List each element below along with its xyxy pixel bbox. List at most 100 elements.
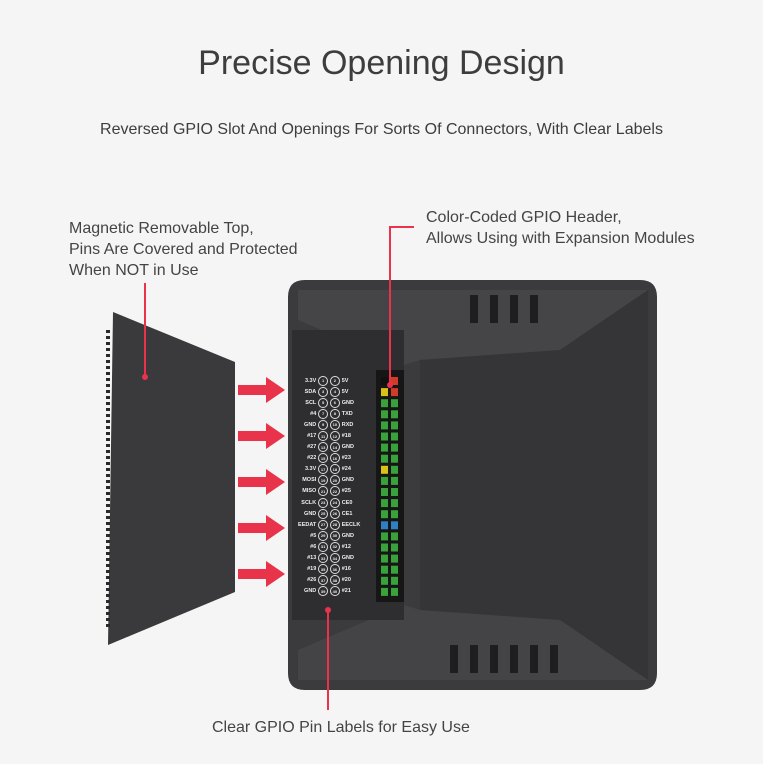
pin-number: 29 [318, 530, 328, 541]
header-pin [381, 543, 388, 552]
pin-label-right: #21 [341, 588, 351, 595]
pin-number: 26 [330, 508, 340, 519]
case-bottom-facet [298, 605, 648, 680]
pin-number: 23 [318, 497, 328, 508]
header-pin [381, 587, 388, 596]
pin-number: 7 [318, 408, 328, 419]
lid-callout-line-1: Magnetic Removable Top, [69, 220, 254, 237]
header-pin [381, 388, 388, 397]
pin-number: 20 [330, 475, 340, 486]
header-pin [391, 465, 398, 474]
header-pin [391, 554, 398, 563]
pin-number: 12 [330, 431, 340, 442]
header-pin [381, 510, 388, 519]
pin-label-right: #20 [341, 577, 351, 584]
pin-number: 24 [330, 497, 340, 508]
vent-openings [450, 295, 558, 673]
pin-label-right: #12 [341, 543, 351, 550]
arrow-icon [238, 377, 285, 403]
pin-label-right: RXD [341, 421, 354, 428]
pin-label-left: GND [304, 588, 317, 595]
header-pin [391, 421, 398, 430]
pin-label-left: MOSI [302, 477, 317, 484]
pin-number: 31 [318, 541, 328, 552]
pin-label-right: EECLK [341, 521, 361, 528]
header-pin [391, 576, 398, 585]
pin-label-right: GND [341, 532, 354, 539]
pin-number: 27 [318, 519, 328, 530]
header-pin [391, 476, 398, 485]
pin-number: 4 [330, 386, 340, 397]
header-pin [381, 554, 388, 563]
pin-label-right: GND [341, 477, 354, 484]
pin-number: 1 [318, 375, 328, 386]
header-pin [391, 410, 398, 419]
pin-label-right: #24 [341, 466, 351, 473]
pin-label-right: 5V [341, 377, 349, 384]
pin-number: 25 [318, 508, 328, 519]
pin-number: 15 [318, 453, 328, 464]
header-pin [381, 532, 388, 541]
header-pin [381, 432, 388, 441]
header-callout-line-1: Color-Coded GPIO Header, [426, 209, 622, 226]
pin-label-right: #23 [341, 455, 351, 462]
header-pin [381, 521, 388, 530]
subtitle: Reversed GPIO Slot And Openings For Sort… [100, 121, 663, 138]
pin-number: 35 [318, 564, 328, 575]
pin-number: 9 [318, 419, 328, 430]
header-pin [381, 565, 388, 574]
pin-number: 28 [330, 519, 340, 530]
pin-label-left: #13 [307, 555, 317, 562]
pin-label-left: #17 [307, 433, 317, 440]
pin-label-left: 3.3V [304, 377, 317, 384]
arrow-icon [238, 561, 285, 587]
header-pin [381, 399, 388, 408]
pin-label-left: GND [304, 510, 317, 517]
page-title: Precise Opening Design [198, 44, 565, 82]
pin-number: 14 [330, 442, 340, 453]
gpio-header [376, 370, 404, 602]
arrow-icon [238, 423, 285, 449]
pin-label-left: #5 [310, 532, 317, 539]
arrow-icon [238, 515, 285, 541]
header-pin [391, 532, 398, 541]
pin-number: 10 [330, 419, 340, 430]
header-pin [391, 377, 398, 385]
pin-label-left: SCL [305, 399, 317, 406]
pin-label-right: CE1 [341, 510, 353, 517]
pin-number: 36 [330, 564, 340, 575]
header-pin [381, 410, 388, 419]
header-pin [381, 465, 388, 474]
pin-label-left: #6 [310, 543, 317, 550]
pin-label-left: SDA [304, 388, 317, 395]
pin-label-right: TXD [341, 410, 353, 417]
header-pin [381, 488, 388, 496]
pin-number: 32 [330, 541, 340, 552]
header-callout-line-2: Allows Using with Expansion Modules [426, 230, 695, 247]
pin-label-left: #26 [307, 577, 317, 584]
pin-number: 30 [330, 530, 340, 541]
pin-number: 6 [330, 397, 340, 408]
header-pin [391, 565, 398, 574]
header-pin [381, 499, 388, 508]
pin-number: 5 [318, 397, 328, 408]
pin-label-left: MISO [302, 488, 317, 495]
header-pin [391, 587, 398, 596]
